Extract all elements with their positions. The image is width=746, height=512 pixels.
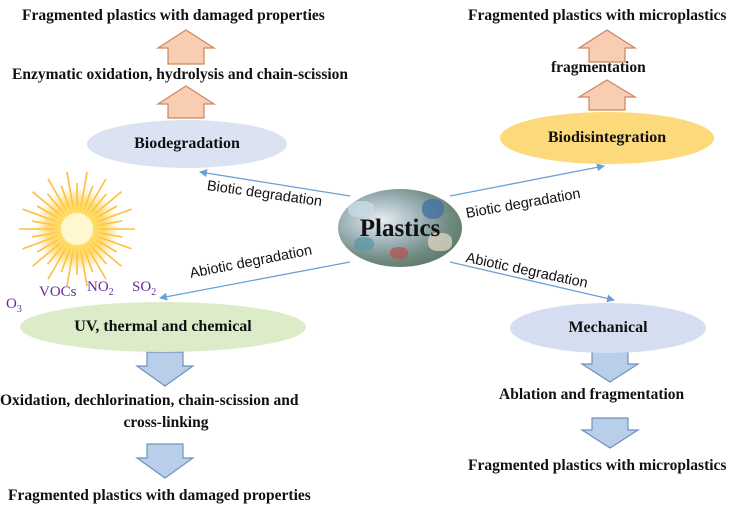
bottom-left-step-line2: cross-linking: [123, 414, 209, 431]
bottom-right-result: Fragmented plastics with microplastics: [468, 457, 727, 474]
plastics-label: Plastics: [359, 215, 441, 242]
up-arrow-top-left-2: [155, 85, 217, 119]
uv-thermal-chemical-node: UV, thermal and chemical: [20, 302, 306, 352]
top-left-step: Enzymatic oxidation, hydrolysis and chai…: [12, 66, 349, 83]
bottom-left-result: Fragmented plastics with damaged propert…: [8, 487, 311, 504]
mechanical-node: Mechanical: [510, 303, 706, 353]
plastics-waste-image: [338, 189, 462, 267]
abiotic-left-connector: [159, 261, 351, 301]
biotic-left-connector: [199, 169, 351, 197]
bottom-right-step: Ablation and fragmentation: [499, 386, 685, 403]
down-arrow-bottom-right-1: [579, 351, 641, 383]
down-arrow-bottom-left-1: [135, 351, 195, 387]
sun-icon: [19, 171, 135, 287]
top-right-result: Fragmented plastics with microplastics: [468, 7, 727, 24]
abiotic-right-connector: [449, 261, 615, 303]
no2-label: NO2: [87, 279, 114, 298]
so2-label: SO2: [132, 279, 157, 298]
biotic-right-connector: [449, 163, 605, 197]
biodisintegration-node: Biodisintegration: [500, 112, 714, 164]
biodegradation-node: Biodegradation: [87, 120, 287, 168]
o3-label: O3: [6, 296, 22, 315]
up-arrow-top-right-2: [576, 79, 638, 111]
vocs-label: VOCs: [39, 284, 77, 300]
top-left-result: Fragmented plastics with damaged propert…: [22, 7, 325, 24]
down-arrow-bottom-left-2: [135, 443, 195, 479]
up-arrow-top-left-1: [155, 29, 217, 65]
top-right-step: fragmentation: [551, 59, 646, 76]
bottom-left-step-line1: Oxidation, dechlorination, chain-scissio…: [0, 392, 299, 409]
down-arrow-bottom-right-2: [579, 417, 641, 449]
up-arrow-top-right-1: [576, 29, 638, 63]
